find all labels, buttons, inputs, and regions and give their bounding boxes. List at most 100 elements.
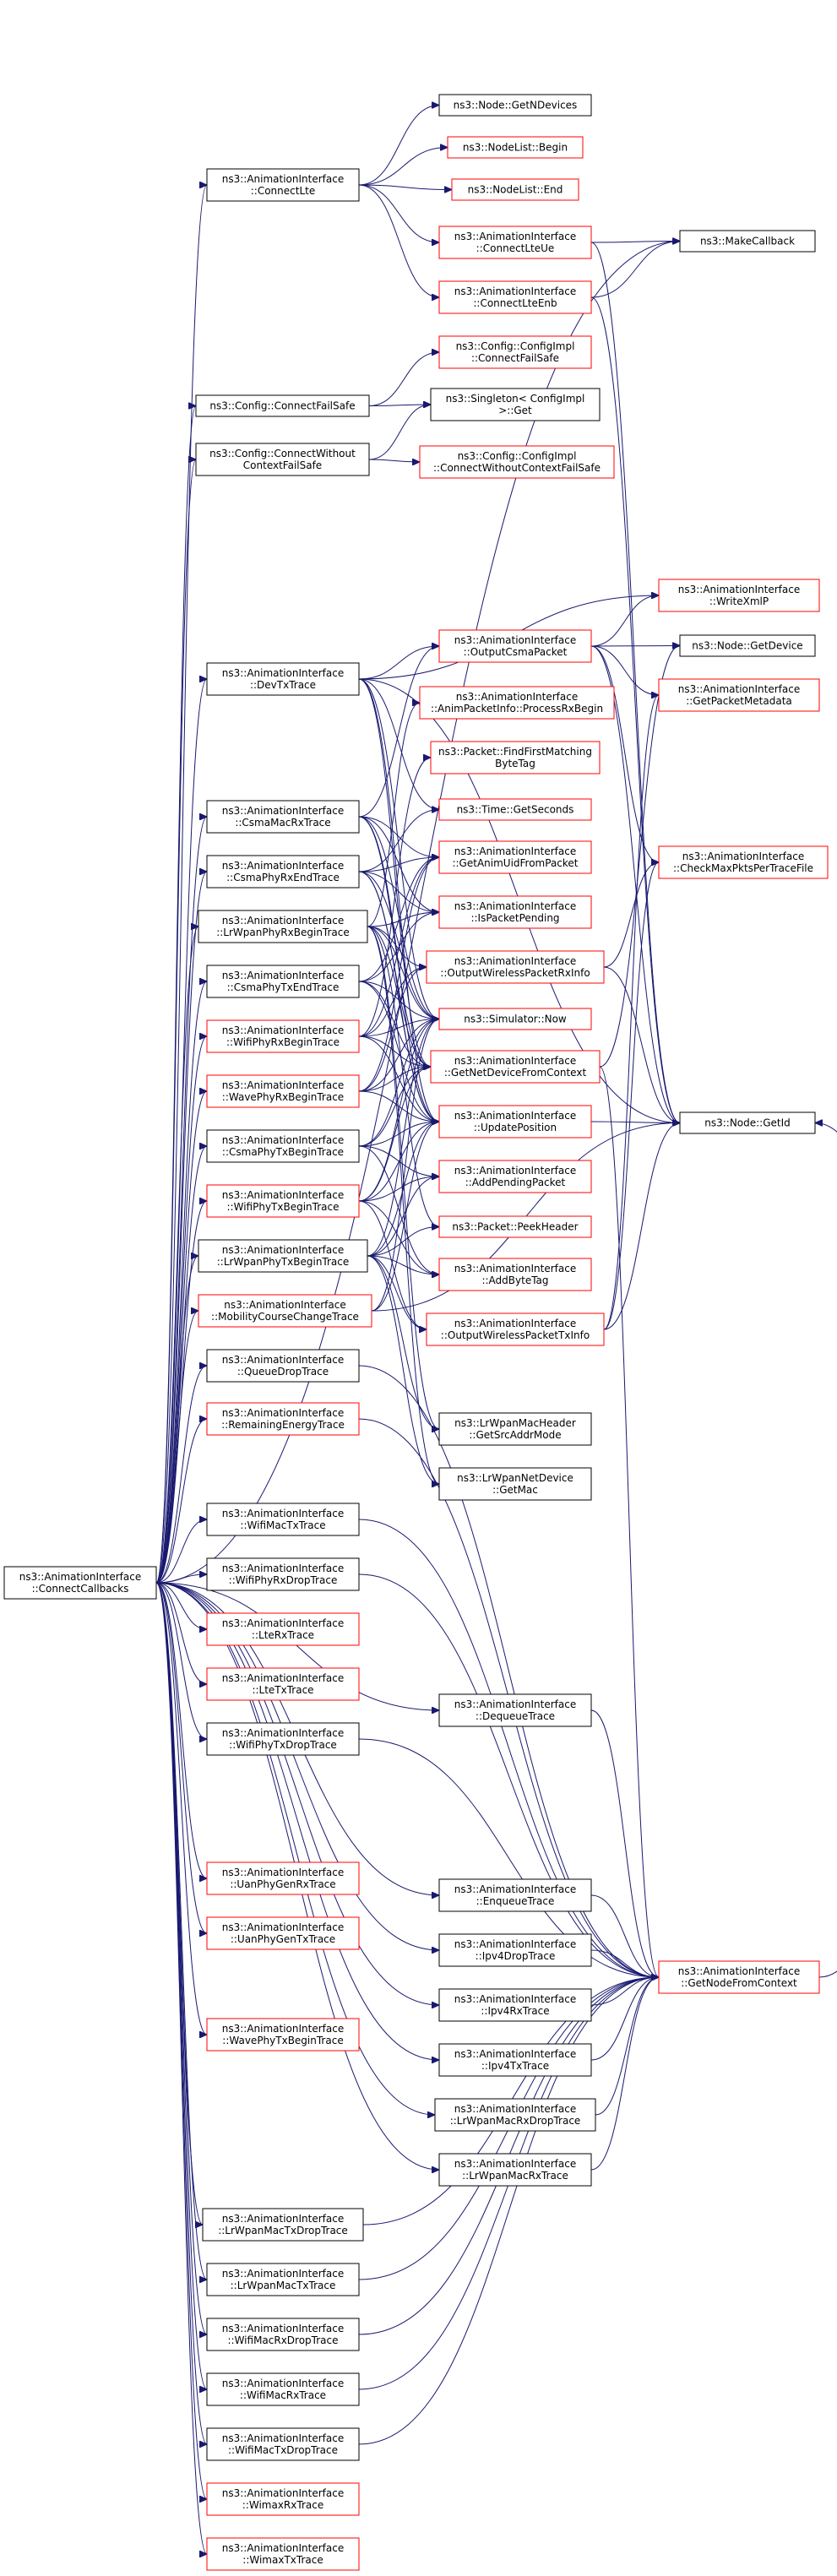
node-label-line: ::GetNetDeviceFromContext — [444, 1067, 587, 1079]
node-writeXmlP[interactable]: ns3::AnimationInterface::WriteXmlP — [658, 579, 820, 612]
node-label-line: ::DevTxTrace — [250, 679, 316, 691]
node-lrWpanPhyTxBeginTrace[interactable]: ns3::AnimationInterface::LrWpanPhyTxBegi… — [198, 1239, 368, 1273]
node-wavePhyTxBeginTrace[interactable]: ns3::AnimationInterface::WavePhyTxBeginT… — [206, 2018, 360, 2052]
node-wimaxRxTrace[interactable]: ns3::AnimationInterface::WimaxRxTrace — [206, 2482, 360, 2516]
node-outputCsmaPacket[interactable]: ns3::AnimationInterface::OutputCsmaPacke… — [438, 629, 592, 663]
node-wifiPhyTxBeginTrace[interactable]: ns3::AnimationInterface::WifiPhyTxBeginT… — [206, 1184, 360, 1218]
node-box — [206, 1667, 360, 1701]
node-nodeGetDevice[interactable]: ns3::Node::GetDevice — [679, 634, 816, 657]
node-singletonGet[interactable]: ns3::Singleton< ConfigImpl>::Get — [430, 388, 601, 421]
node-lrWpanNetDeviceGetMac[interactable]: ns3::LrWpanNetDevice::GetMac — [438, 1467, 592, 1501]
node-box — [206, 1503, 360, 1536]
node-label-line: ns3::AnimationInterface — [222, 1407, 344, 1419]
edge-outputCsmaPacket-to-nodeGetId — [590, 645, 680, 1123]
node-csmaPhyTxEndTrace[interactable]: ns3::AnimationInterface::CsmaPhyTxEndTra… — [206, 965, 360, 998]
node-getAnimUidFromPacket[interactable]: ns3::AnimationInterface::GetAnimUidFromP… — [438, 840, 592, 874]
node-connectLteUe[interactable]: ns3::AnimationInterface::ConnectLteUe — [438, 226, 592, 259]
node-csmaPhyTxBeginTrace[interactable]: ns3::AnimationInterface::CsmaPhyTxBeginT… — [206, 1129, 360, 1163]
node-wifiMacRxTrace[interactable]: ns3::AnimationInterface::WifiMacRxTrace — [206, 2372, 360, 2406]
node-queueDropTrace[interactable]: ns3::AnimationInterface::QueueDropTrace — [206, 1349, 360, 1383]
edge-wavePhyRxBeginTrace-to-outputWirelessRx — [358, 967, 427, 1092]
node-timeGetSeconds[interactable]: ns3::Time::GetSeconds — [438, 798, 592, 821]
node-animPktProcessRx[interactable]: ns3::AnimationInterface::AnimPacketInfo:… — [419, 686, 615, 720]
edge-root-to-wifiMacTxTrace — [155, 1519, 207, 1584]
node-cfgImplConnectWCFS[interactable]: ns3::Config::ConfigImpl::ConnectWithoutC… — [419, 445, 615, 479]
node-lrWpanMacRxTrace[interactable]: ns3::AnimationInterface::LrWpanMacRxTrac… — [438, 2153, 592, 2187]
node-box — [438, 1160, 592, 1193]
node-box — [202, 2208, 364, 2242]
node-lteTxTrace[interactable]: ns3::AnimationInterface::LteTxTrace — [206, 1667, 360, 1701]
node-label-line: ::OutputWirelessPacketRxInfo — [440, 967, 590, 979]
node-packetPeekHeader[interactable]: ns3::Packet::PeekHeader — [438, 1215, 592, 1238]
node-uanPhyGenTxTrace[interactable]: ns3::AnimationInterface::UanPhyGenTxTrac… — [206, 1916, 360, 1950]
edge-lrWpanPhyTxBeginTrace-to-updatePosition — [367, 1122, 439, 1257]
node-addPendingPacket[interactable]: ns3::AnimationInterface::AddPendingPacke… — [438, 1160, 592, 1193]
edge-csmaPhyTxEndTrace-to-updatePosition — [358, 981, 439, 1122]
node-uanPhyGenRxTrace[interactable]: ns3::AnimationInterface::UanPhyGenRxTrac… — [206, 1861, 360, 1895]
node-isPacketPending[interactable]: ns3::AnimationInterface::IsPacketPending — [438, 895, 592, 929]
node-connectLte[interactable]: ns3::AnimationInterface::ConnectLte — [206, 168, 360, 202]
node-enqueueTrace[interactable]: ns3::AnimationInterface::EnqueueTrace — [438, 1878, 592, 1912]
node-box — [206, 2537, 360, 2571]
node-label-line: ns3::AnimationInterface — [222, 1867, 344, 1878]
node-outputWirelessRx[interactable]: ns3::AnimationInterface::OutputWirelessP… — [426, 950, 605, 984]
node-csmaMacRxTrace[interactable]: ns3::AnimationInterface::CsmaMacRxTrace — [206, 800, 360, 834]
node-lrWpanMacHeaderGetSrc[interactable]: ns3::LrWpanMacHeader::GetSrcAddrMode — [438, 1412, 592, 1446]
node-makeCallback[interactable]: ns3::MakeCallback — [679, 230, 816, 253]
node-nodeListBegin[interactable]: ns3::NodeList::Begin — [447, 136, 584, 159]
edge-csmaPhyTxBeginTrace-to-simulatorNow — [358, 1019, 439, 1147]
node-updatePosition[interactable]: ns3::AnimationInterface::UpdatePosition — [438, 1105, 592, 1139]
node-wifiMacRxDropTrace[interactable]: ns3::AnimationInterface::WifiMacRxDropTr… — [206, 2318, 360, 2351]
node-ipv4DropTrace[interactable]: ns3::AnimationInterface::Ipv4DropTrace — [438, 1933, 592, 1967]
node-connectLteEnb[interactable]: ns3::AnimationInterface::ConnectLteEnb — [438, 280, 592, 314]
node-label-line: ::LrWpanPhyRxBeginTrace — [216, 927, 350, 938]
node-box — [430, 388, 601, 421]
node-label-line: ns3::AnimationInterface — [454, 1318, 576, 1329]
node-wimaxTxTrace[interactable]: ns3::AnimationInterface::WimaxTxTrace — [206, 2537, 360, 2571]
node-getPacketMetadata[interactable]: ns3::AnimationInterface::GetPacketMetada… — [658, 678, 820, 712]
node-wifiMacTxTrace[interactable]: ns3::AnimationInterface::WifiMacTxTrace — [206, 1503, 360, 1536]
node-csmaPhyRxEndTrace[interactable]: ns3::AnimationInterface::CsmaPhyRxEndTra… — [206, 855, 360, 889]
node-label-line: ns3::AnimationInterface — [454, 285, 576, 297]
node-label-line: ::WifiPhyTxDropTrace — [229, 1739, 337, 1751]
node-nodeGetId[interactable]: ns3::Node::GetId — [679, 1111, 816, 1134]
node-label-line: ::UanPhyGenTxTrace — [231, 1933, 335, 1945]
node-lrWpanMacRxDropTrace[interactable]: ns3::AnimationInterface::LrWpanMacRxDrop… — [434, 2098, 596, 2132]
node-outputWirelessTx[interactable]: ns3::AnimationInterface::OutputWirelessP… — [426, 1312, 605, 1346]
node-lteRxTrace[interactable]: ns3::AnimationInterface::LteRxTrace — [206, 1612, 360, 1646]
node-dequeueTrace[interactable]: ns3::AnimationInterface::DequeueTrace — [438, 1693, 592, 1727]
edge-wavePhyRxBeginTrace-to-getAnimUidFromPacket — [358, 857, 439, 1092]
node-getNetDeviceFromContext[interactable]: ns3::AnimationInterface::GetNetDeviceFro… — [430, 1050, 601, 1084]
edge-outputCsmaPacket-to-getPacketMetadata — [590, 645, 659, 695]
node-root[interactable]: ns3::AnimationInterface::ConnectCallback… — [3, 1566, 157, 1600]
node-cfgConnectFS[interactable]: ns3::Config::ConnectFailSafe — [195, 394, 370, 417]
node-devTxTrace[interactable]: ns3::AnimationInterface::DevTxTrace — [206, 662, 360, 696]
node-cfgImplConnectFS[interactable]: ns3::Config::ConfigImpl::ConnectFailSafe — [438, 335, 592, 369]
edge-root-to-uanPhyGenTxTrace — [155, 1582, 207, 1933]
node-wifiPhyRxBeginTrace[interactable]: ns3::AnimationInterface::WifiPhyRxBeginT… — [206, 1019, 360, 1053]
node-nodeListEnd[interactable]: ns3::NodeList::End — [451, 178, 579, 201]
node-lrWpanMacTxDropTrace[interactable]: ns3::AnimationInterface::LrWpanMacTxDrop… — [202, 2208, 364, 2242]
node-cfgConnectWCFS[interactable]: ns3::Config::ConnectWithoutContextFailSa… — [195, 443, 370, 476]
node-lrWpanMacTxTrace[interactable]: ns3::AnimationInterface::LrWpanMacTxTrac… — [206, 2263, 360, 2296]
node-wavePhyRxBeginTrace[interactable]: ns3::AnimationInterface::WavePhyRxBeginT… — [206, 1074, 360, 1108]
node-wifiMacTxDropTrace[interactable]: ns3::AnimationInterface::WifiMacTxDropTr… — [206, 2427, 360, 2461]
node-getNDevices[interactable]: ns3::Node::GetNDevices — [438, 94, 592, 117]
node-label-line: ns3::AnimationInterface — [222, 1672, 344, 1684]
node-addByteTag[interactable]: ns3::AnimationInterface::AddByteTag — [438, 1258, 592, 1291]
node-ipv4TxTrace[interactable]: ns3::AnimationInterface::Ipv4TxTrace — [438, 2043, 592, 2077]
node-wifiPhyRxDropTrace[interactable]: ns3::AnimationInterface::WifiPhyRxDropTr… — [206, 1557, 360, 1591]
node-label-line: ::GetNodeFromContext — [681, 1977, 797, 1989]
node-getNodeFromContext[interactable]: ns3::AnimationInterface::GetNodeFromCont… — [658, 1960, 820, 1994]
node-label-line: ns3::NodeList::Begin — [463, 142, 568, 154]
node-checkMaxPkts[interactable]: ns3::AnimationInterface::CheckMaxPktsPer… — [658, 845, 829, 879]
node-wifiPhyTxDropTrace[interactable]: ns3::AnimationInterface::WifiPhyTxDropTr… — [206, 1722, 360, 1756]
node-remainingEnergyTrace[interactable]: ns3::AnimationInterface::RemainingEnergy… — [206, 1402, 360, 1436]
node-ipv4RxTrace[interactable]: ns3::AnimationInterface::Ipv4RxTrace — [438, 1988, 592, 2022]
node-lrWpanPhyRxBeginTrace[interactable]: ns3::AnimationInterface::LrWpanPhyRxBegi… — [198, 910, 368, 943]
node-simulatorNow[interactable]: ns3::Simulator::Now — [438, 1008, 592, 1030]
node-mobilityCourseChange[interactable]: ns3::AnimationInterface::MobilityCourseC… — [198, 1294, 372, 1328]
node-box — [438, 1933, 592, 1967]
node-box — [419, 686, 615, 720]
